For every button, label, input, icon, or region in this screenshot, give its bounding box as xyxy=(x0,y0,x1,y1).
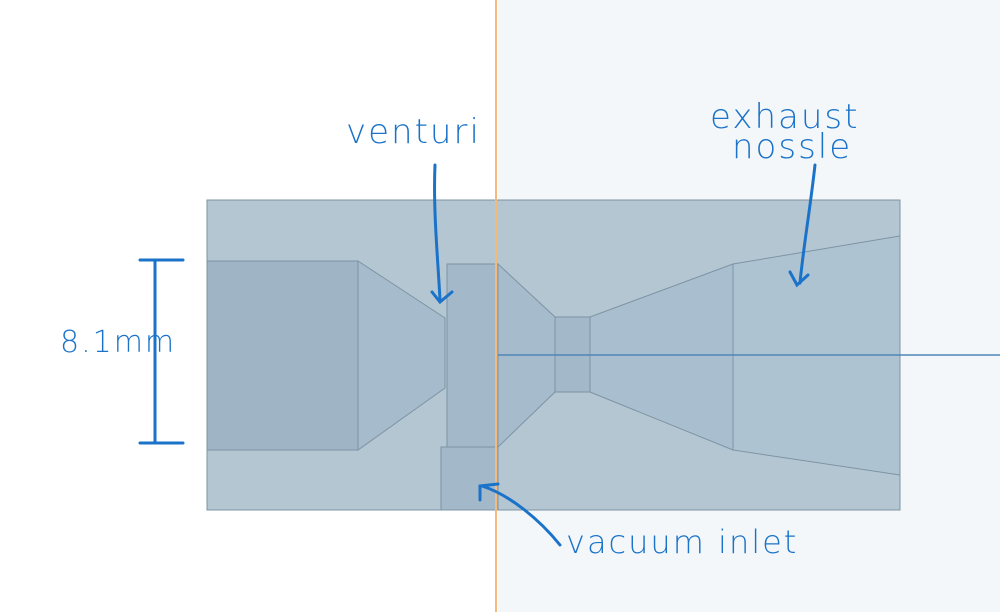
converging-cone xyxy=(357,260,446,451)
inlet-bore xyxy=(206,260,359,451)
dimension-label: 8.1mm xyxy=(60,325,176,360)
ink-annotations xyxy=(138,163,817,547)
venturi-label: venturi xyxy=(346,112,481,152)
vacuum-inlet-arrow xyxy=(480,484,562,547)
vacuum-inlet-arrowhead xyxy=(478,482,500,502)
exhaust-arrowhead xyxy=(788,270,810,288)
vacuum-inlet-port xyxy=(440,446,499,511)
dimension-bar xyxy=(138,258,185,445)
venturi-chamber xyxy=(446,263,499,448)
venturi-arrowhead xyxy=(430,290,454,305)
venturi-arrow xyxy=(433,163,442,302)
exhaust-arrow xyxy=(798,163,817,285)
vacuum-inlet-label: vacuum inlet xyxy=(566,523,798,561)
exhaust-label: exhaust xyxy=(710,97,859,137)
nozzle-label: nossle xyxy=(732,127,852,167)
